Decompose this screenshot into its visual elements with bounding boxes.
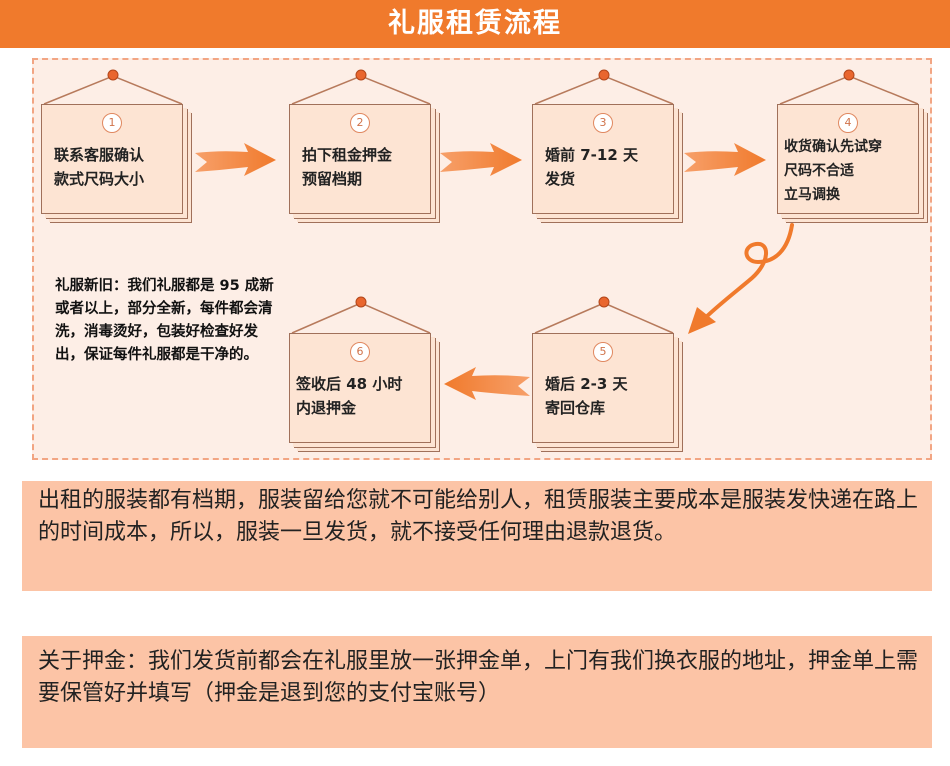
- curved-arrowhead-icon: [688, 307, 716, 334]
- step-card-3: 3 婚前 7-12 天 发货: [532, 104, 674, 214]
- step-text: 联系客服确认 款式尺码大小: [54, 146, 145, 188]
- step-number: 5: [593, 342, 613, 362]
- page-title: 礼服租赁流程: [0, 0, 950, 48]
- step-number: 3: [593, 113, 613, 133]
- pin-icon-1: [107, 69, 119, 81]
- step-card-1: 1 联系客服确认 款式尺码大小: [41, 104, 183, 214]
- step-number: 4: [838, 113, 858, 133]
- arrow-left-icon: [444, 367, 530, 400]
- step-number: 1: [102, 113, 122, 133]
- arrow-right-icon-3: [684, 143, 766, 176]
- step-text: 婚后 2-3 天 寄回仓库: [545, 375, 628, 417]
- curved-arrow-icon: [703, 223, 794, 320]
- step-card-6: 6 签收后 48 小时 内退押金: [289, 333, 431, 443]
- rental-info-box: 出租的服装都有档期，服装留给您就不可能给别人，租赁服装主要成本是服装发快递在路上…: [22, 481, 932, 591]
- pin-icon-3: [598, 69, 610, 81]
- step-text: 婚前 7-12 天 发货: [545, 146, 638, 188]
- step-text: 签收后 48 小时 内退押金: [296, 375, 403, 417]
- step-text: 收货确认先试穿 尺码不合适 立马调换: [784, 139, 882, 203]
- step-card-5: 5 婚后 2-3 天 寄回仓库: [532, 333, 674, 443]
- note-text: 礼服新旧：我们礼服都是 95 成新或者以上，部分全新，每件都会清洗，消毒烫好，包…: [55, 278, 274, 363]
- deposit-info-text: 关于押金：我们发货前都会在礼服里放一张押金单，上门有我们换衣服的地址，押金单上需…: [38, 649, 919, 706]
- step-text: 拍下租金押金 预留档期: [302, 146, 393, 188]
- rental-info-text: 出租的服装都有档期，服装留给您就不可能给别人，租赁服装主要成本是服装发快递在路上…: [38, 488, 919, 545]
- pin-icon-2: [355, 69, 367, 81]
- step-number: 6: [350, 342, 370, 362]
- deposit-info-box: 关于押金：我们发货前都会在礼服里放一张押金单，上门有我们换衣服的地址，押金单上需…: [22, 636, 932, 748]
- pin-icon-6: [355, 296, 367, 308]
- pin-icon-4: [843, 69, 855, 81]
- step-card-2: 2 拍下租金押金 预留档期: [289, 104, 431, 214]
- pin-icon-5: [598, 296, 610, 308]
- arrow-right-icon-1: [195, 143, 276, 176]
- step-number: 2: [350, 113, 370, 133]
- step-card-4: 4 收货确认先试穿 尺码不合适 立马调换: [777, 104, 919, 214]
- arrow-right-icon-2: [440, 143, 522, 176]
